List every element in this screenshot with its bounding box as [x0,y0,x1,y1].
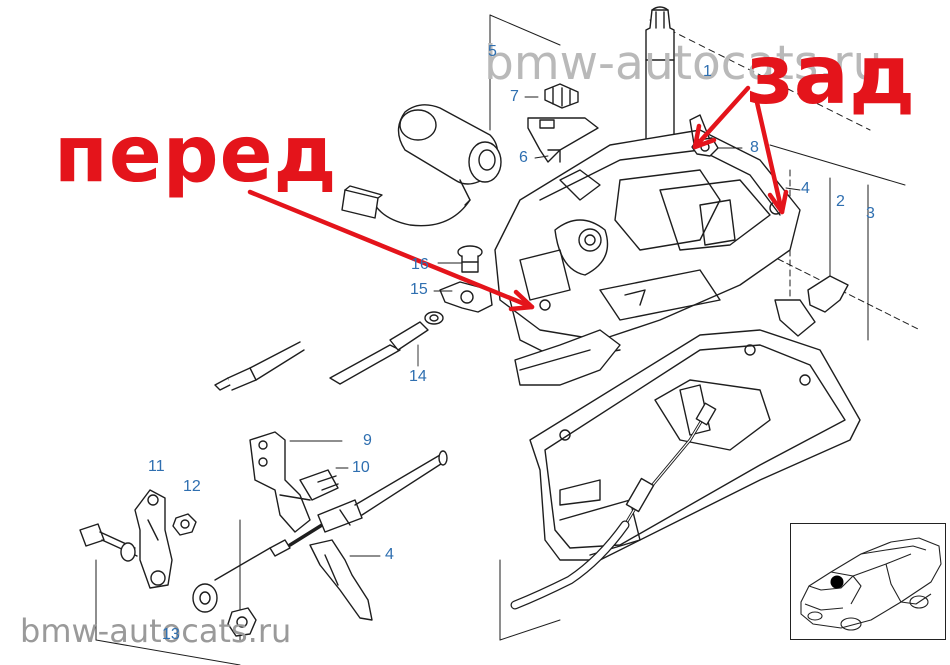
rear-arrow-right [753,95,785,215]
callout-leaders [289,96,801,557]
part-4-upper-clip [774,275,849,337]
part-12-nut [172,513,197,536]
car-location-icon [800,537,942,631]
callout-5: 5 [488,43,497,60]
callout-14: 14 [409,368,427,385]
annotation-arrows [247,85,789,312]
rear-label: зад [746,28,916,123]
part-11-lever [134,489,173,589]
part-13-bushing [192,583,257,637]
part-16-bolt [457,245,483,273]
part-13-bolt [79,523,138,562]
shift-cable [214,450,448,581]
car-location-inset [790,523,946,640]
callout-6: 6 [519,149,528,166]
callout-4-upper: 4 [801,180,810,197]
part-7-clip [544,83,579,109]
shifter-housing [494,114,801,361]
part-6-bracket [527,117,599,163]
callout-4-lower: 4 [385,546,394,563]
part-15-bracket [439,281,493,313]
callout-8: 8 [750,139,759,156]
callout-10: 10 [352,459,370,476]
front-label: перед [54,110,338,200]
callout-12: 12 [183,478,201,495]
part-10-bolt [299,469,339,501]
callout-7: 7 [510,88,519,105]
callout-1: 1 [703,63,712,80]
lower-bowl [514,329,621,386]
callout-9: 9 [363,432,372,449]
callout-13: 13 [162,626,180,643]
callout-11: 11 [148,458,165,475]
rear-arrow-left [692,85,751,150]
part-4-lower-clip [309,539,373,621]
callout-16: 16 [411,256,429,273]
part-9-bracket [249,431,311,533]
selector-cable [510,402,717,610]
callout-3: 3 [866,205,875,222]
front-arrow [247,189,535,310]
shift-lock-solenoid [341,104,502,227]
callout-15: 15 [410,281,428,298]
part-14-rod [214,311,444,391]
callout-2: 2 [836,193,845,210]
